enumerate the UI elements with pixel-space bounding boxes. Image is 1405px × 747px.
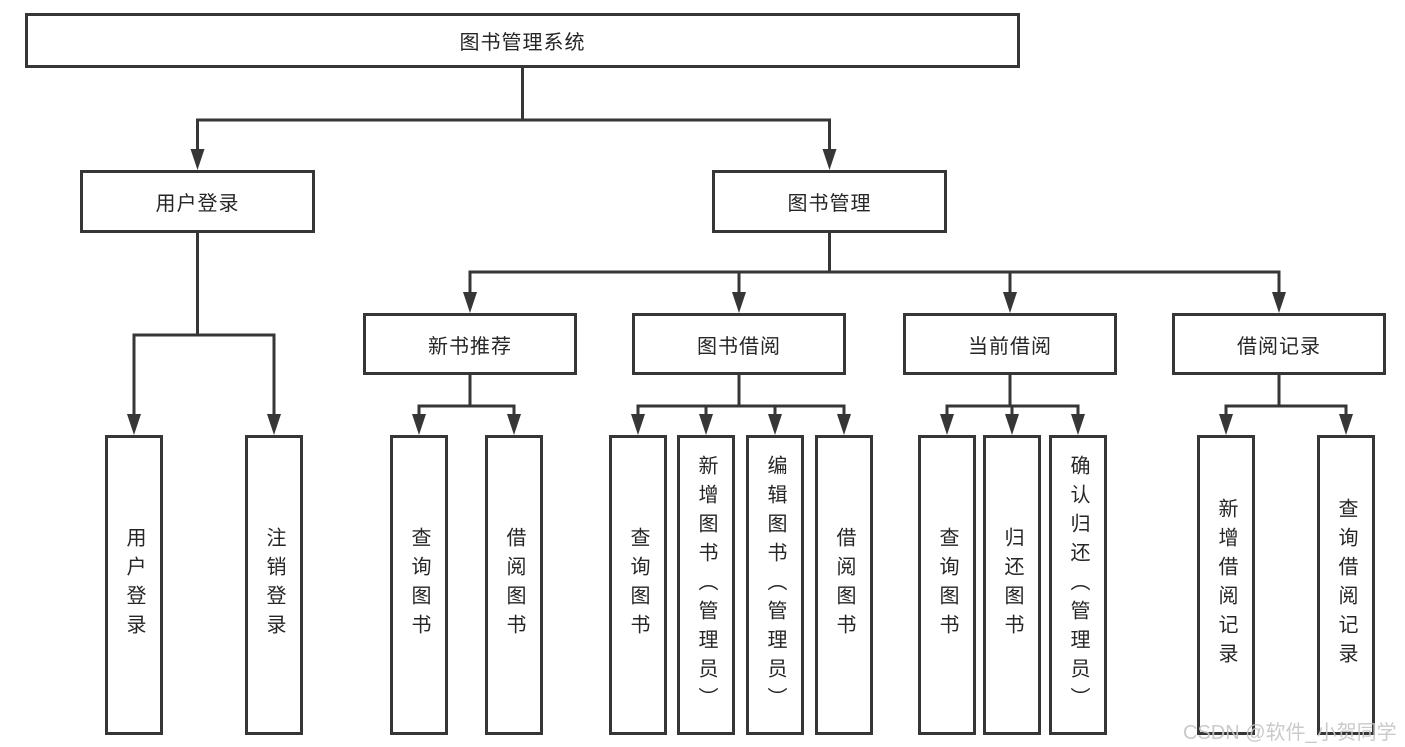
connector-new-book-children bbox=[412, 375, 521, 435]
node-book-management: 图书管理 bbox=[712, 170, 947, 233]
node-label: 查询图书 bbox=[627, 527, 649, 643]
leaf-query-borrow-record: 查询借阅记录 bbox=[1317, 435, 1375, 735]
node-label: 新增借阅记录 bbox=[1215, 498, 1237, 672]
connector-book-borrow-children bbox=[631, 375, 851, 435]
node-label: 借阅图书 bbox=[833, 527, 855, 643]
node-borrow-records: 借阅记录 bbox=[1172, 313, 1386, 375]
connector-borrow-records-children bbox=[1219, 375, 1353, 435]
node-label: 查询借阅记录 bbox=[1335, 498, 1357, 672]
node-new-book-recommend: 新书推荐 bbox=[363, 313, 577, 375]
node-label: 借阅记录 bbox=[1237, 335, 1321, 358]
node-label: 确认归还（管理员） bbox=[1067, 454, 1089, 716]
leaf-user-login: 用户登录 bbox=[105, 435, 163, 735]
node-label: 新书推荐 bbox=[428, 335, 512, 358]
node-label: 归还图书 bbox=[1001, 527, 1023, 643]
leaf-borrow-books-recommend: 借阅图书 bbox=[485, 435, 543, 735]
leaf-return-book: 归还图书 bbox=[983, 435, 1041, 735]
leaf-query-books-recommend: 查询图书 bbox=[390, 435, 448, 735]
node-label: 用户登录 bbox=[123, 527, 145, 643]
leaf-add-borrow-record: 新增借阅记录 bbox=[1197, 435, 1255, 735]
node-label: 查询图书 bbox=[408, 527, 430, 643]
node-label: 用户登录 bbox=[155, 193, 240, 215]
node-label: 图书管理系统 bbox=[459, 32, 586, 54]
connector-book-management-children bbox=[463, 233, 1286, 313]
node-current-borrow: 当前借阅 bbox=[903, 313, 1117, 375]
node-label: 借阅图书 bbox=[503, 527, 525, 643]
node-label: 图书借阅 bbox=[697, 335, 781, 358]
leaf-query-books-current: 查询图书 bbox=[918, 435, 976, 735]
node-user-login: 用户登录 bbox=[80, 170, 315, 233]
connector-root-to-level2 bbox=[190, 68, 837, 170]
node-library-system: 图书管理系统 bbox=[25, 13, 1020, 68]
node-label: 当前借阅 bbox=[968, 335, 1052, 358]
connector-current-borrow-children bbox=[940, 375, 1085, 435]
node-label: 注销登录 bbox=[263, 527, 285, 643]
connector-user-login-children bbox=[127, 233, 281, 435]
node-label: 查询图书 bbox=[936, 527, 958, 643]
leaf-logout: 注销登录 bbox=[245, 435, 303, 735]
leaf-borrow-books: 借阅图书 bbox=[815, 435, 873, 735]
leaf-edit-book-admin: 编辑图书（管理员） bbox=[746, 435, 804, 735]
csdn-watermark: CSDN @软件_小贺同学 bbox=[1183, 722, 1397, 744]
node-label: 图书管理 bbox=[787, 193, 872, 215]
leaf-confirm-return-admin: 确认归还（管理员） bbox=[1049, 435, 1107, 735]
node-book-borrow: 图书借阅 bbox=[632, 313, 846, 375]
leaf-add-book-admin: 新增图书（管理员） bbox=[677, 435, 735, 735]
leaf-query-books-borrow: 查询图书 bbox=[609, 435, 667, 735]
node-label: 新增图书（管理员） bbox=[695, 454, 717, 716]
node-label: 编辑图书（管理员） bbox=[764, 454, 786, 716]
